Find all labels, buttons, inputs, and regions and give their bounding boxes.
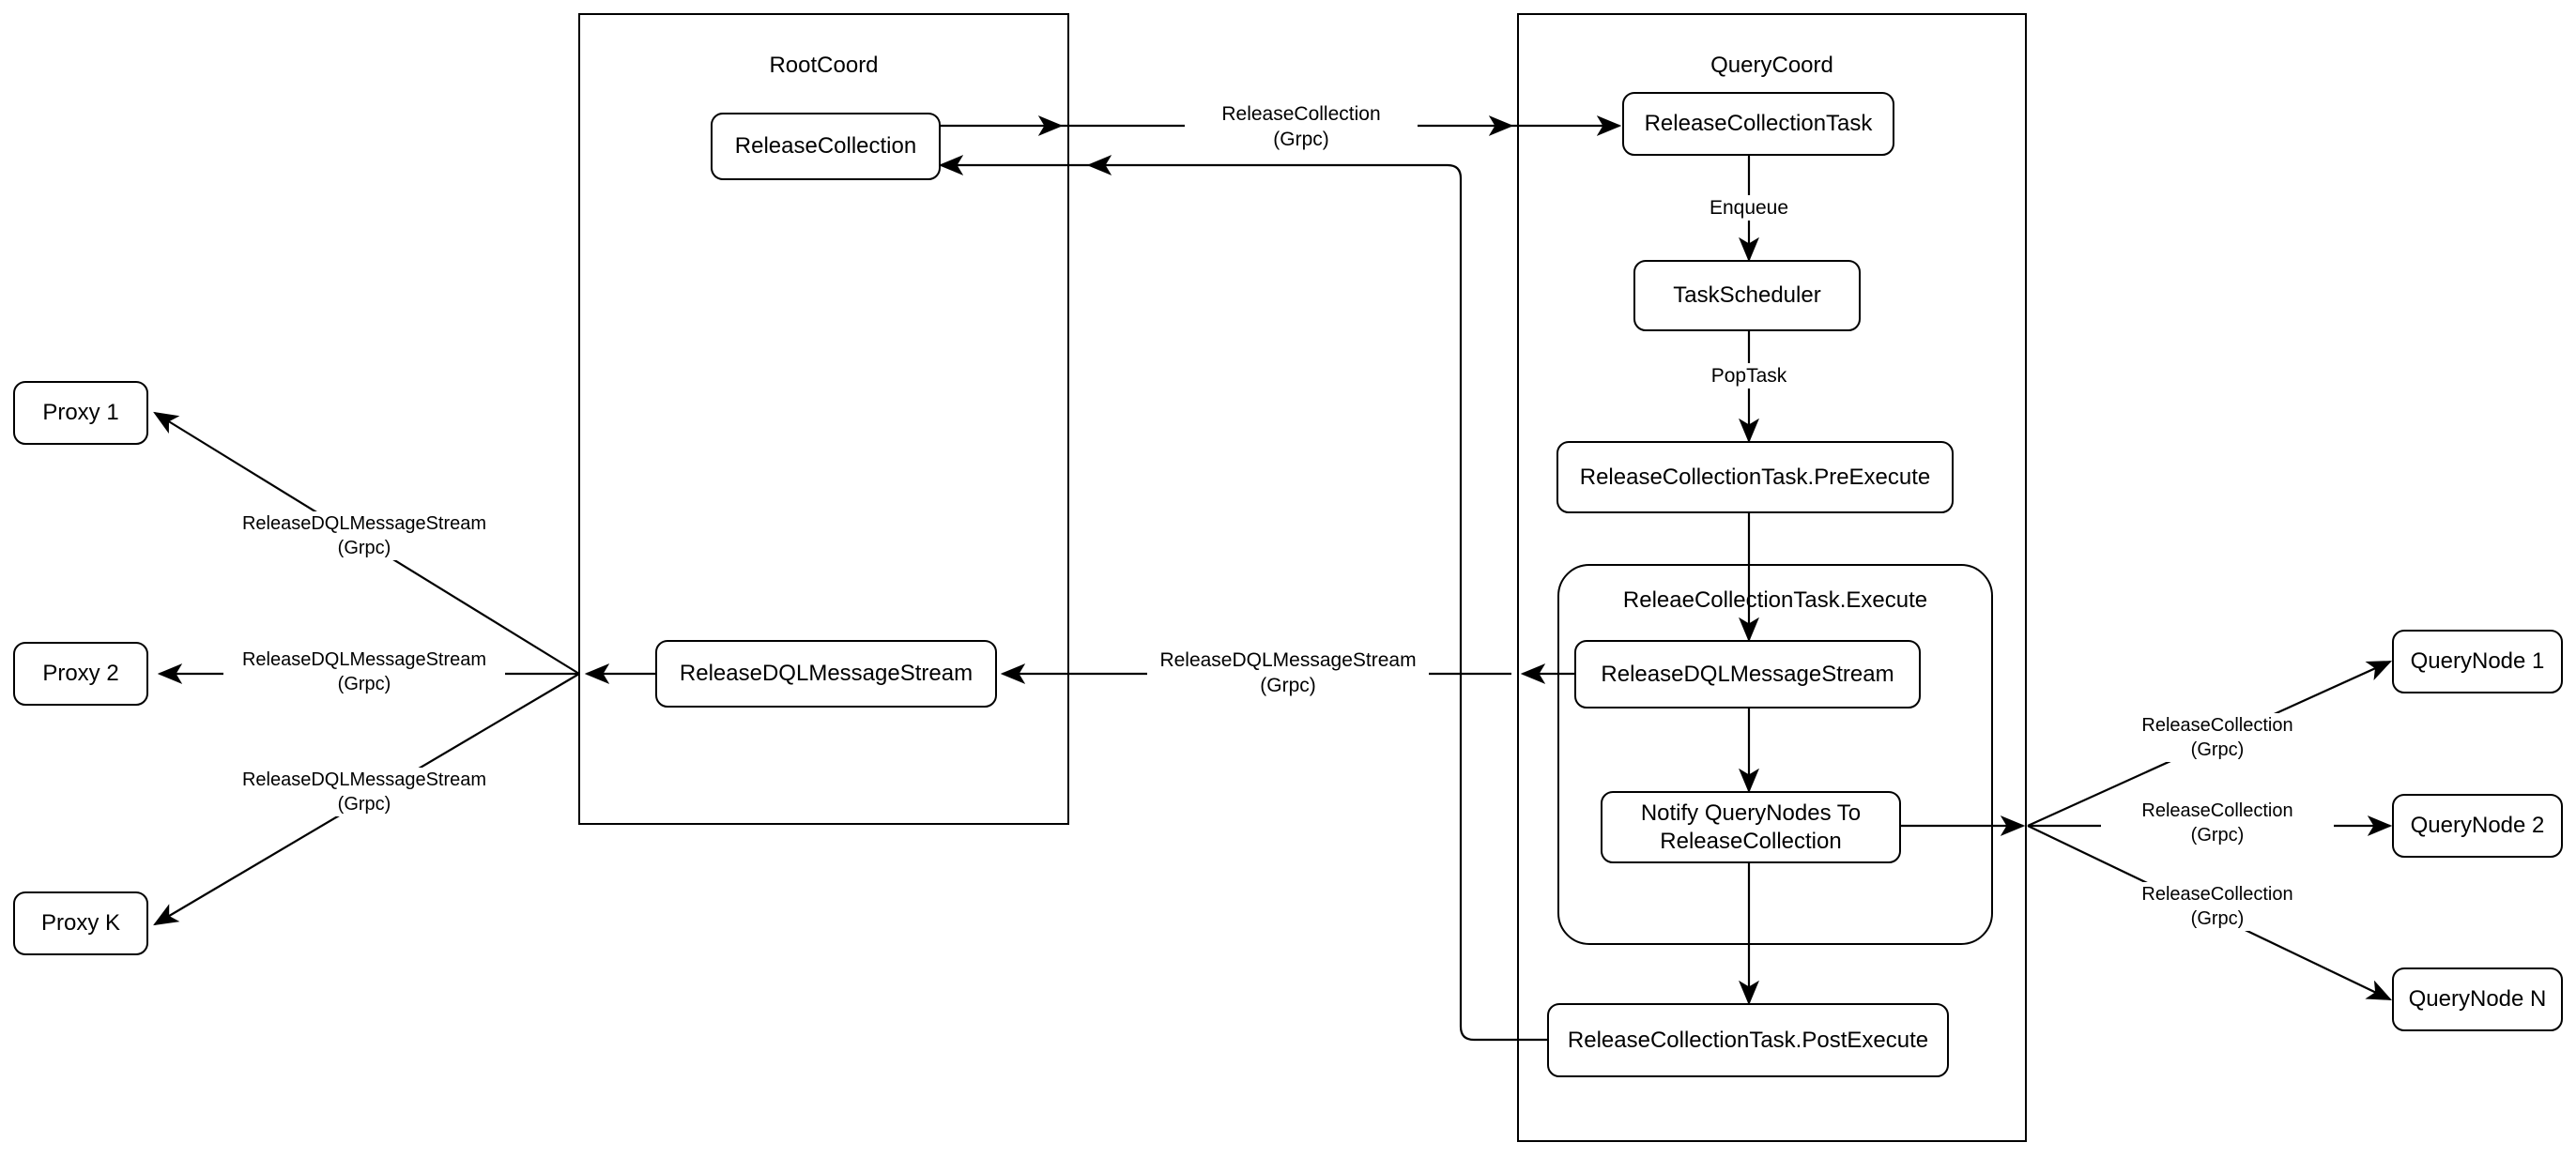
node-release-collection-task[interactable]: ReleaseCollectionTask <box>1622 92 1894 156</box>
node-rootcoord-release-dql-message-stream[interactable]: ReleaseDQLMessageStream <box>655 640 997 708</box>
node-proxy-1-label: Proxy 1 <box>42 400 119 425</box>
node-task-scheduler-label: TaskScheduler <box>1673 282 1821 308</box>
node-release-collection-task-postexecute[interactable]: ReleaseCollectionTask.PostExecute <box>1547 1003 1949 1077</box>
node-querycoord-release-dql-message-stream-label: ReleaseDQLMessageStream <box>1601 661 1894 687</box>
node-querynode-n[interactable]: QueryNode N <box>2392 967 2563 1031</box>
node-querycoord-release-dql-message-stream[interactable]: ReleaseDQLMessageStream <box>1574 640 1921 708</box>
node-release-collection-task-postexecute-label: ReleaseCollectionTask.PostExecute <box>1567 1027 1929 1053</box>
node-proxy-2[interactable]: Proxy 2 <box>13 642 148 706</box>
lane-rootcoord-title: RootCoord <box>769 53 879 78</box>
wire-junction-to-querynode-1 <box>2027 660 2393 828</box>
lane-querycoord-title: QueryCoord <box>1710 53 1833 78</box>
node-rootcoord-release-dql-message-stream-label: ReleaseDQLMessageStream <box>679 661 974 686</box>
node-notify-querynodes-label: Notify QueryNodes To ReleaseCollection <box>1640 800 1862 854</box>
node-release-collection-task-preexecute[interactable]: ReleaseCollectionTask.PreExecute <box>1556 441 1954 513</box>
node-proxy-1[interactable]: Proxy 1 <box>13 381 148 445</box>
node-querynode-1[interactable]: QueryNode 1 <box>2392 630 2563 693</box>
lane-rootcoord: RootCoord <box>578 13 1069 825</box>
node-proxy-k[interactable]: Proxy K <box>13 891 148 955</box>
group-releasecollectiontask-execute <box>1557 564 1993 945</box>
lane-querycoord: QueryCoord <box>1517 13 2027 1142</box>
node-querynode-2-label: QueryNode 2 <box>2410 813 2545 838</box>
wire-postexecute-return <box>1086 155 1547 1042</box>
node-querynode-2[interactable]: QueryNode 2 <box>2392 794 2563 858</box>
group-releasecollectiontask-execute-label: ReleaeCollectionTask.Execute <box>1622 587 1928 613</box>
wire-junction-to-proxy-k <box>153 673 580 926</box>
wire-junction-to-proxy-1 <box>153 411 580 675</box>
node-querynode-1-label: QueryNode 1 <box>2410 648 2545 674</box>
node-rootcoord-release-collection-label: ReleaseCollection <box>734 133 917 159</box>
node-notify-querynodes[interactable]: Notify QueryNodes To ReleaseCollection <box>1601 791 1901 863</box>
node-release-collection-task-label: ReleaseCollectionTask <box>1644 111 1873 136</box>
node-querynode-n-label: QueryNode N <box>2408 986 2547 1012</box>
node-rootcoord-release-collection[interactable]: ReleaseCollection <box>711 113 941 180</box>
node-proxy-k-label: Proxy K <box>40 910 121 936</box>
wire-junction-to-querynode-n <box>2027 825 2392 1000</box>
node-release-collection-task-preexecute-label: ReleaseCollectionTask.PreExecute <box>1579 464 1931 490</box>
node-proxy-2-label: Proxy 2 <box>42 661 119 686</box>
node-task-scheduler[interactable]: TaskScheduler <box>1633 260 1861 331</box>
